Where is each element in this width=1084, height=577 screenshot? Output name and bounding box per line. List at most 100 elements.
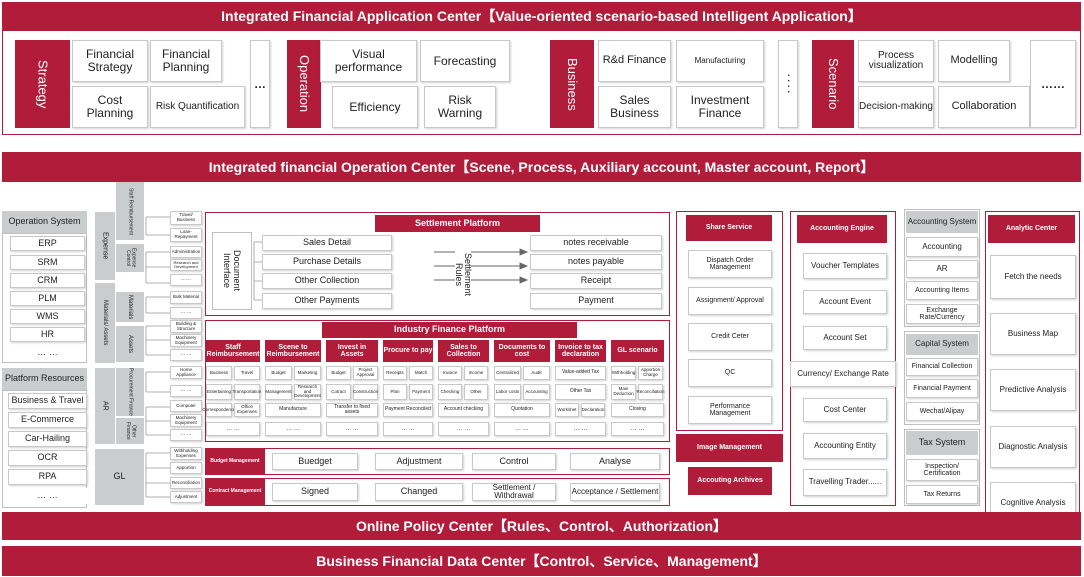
industry-cell[interactable]: Withholding	[611, 366, 636, 380]
industry-col-head[interactable]: Sales to Collection	[438, 340, 489, 362]
leaf-adjust[interactable]: Adjustment	[170, 491, 202, 503]
acc-system-ar[interactable]: AR	[906, 260, 978, 278]
share-qc[interactable]: QC	[688, 359, 772, 387]
tax-returns[interactable]: Tax Returns	[906, 485, 978, 504]
leaf-travel[interactable]: Travel/ Business	[170, 211, 202, 225]
industry-cell[interactable]: Audit	[523, 366, 550, 380]
industry-cell[interactable]: Checking	[438, 384, 462, 400]
settlement-other-collection[interactable]: Other Collection	[262, 273, 392, 289]
industry-cell[interactable]: Office Expenses	[234, 403, 260, 417]
app-item-investment-finance[interactable]: Investment Finance	[676, 86, 764, 128]
leaf-building[interactable]: Building & Structure	[170, 320, 202, 333]
op-system-crm[interactable]: CRM	[10, 273, 85, 288]
industry-col-head[interactable]: Procure to pay	[383, 340, 433, 362]
leaf-withhold[interactable]: Withholding Expenses	[170, 447, 202, 460]
engine-account-set[interactable]: Account Set	[803, 326, 887, 350]
industry-cell[interactable]: Declaration	[581, 403, 605, 417]
op-system-erp[interactable]: ERP	[10, 236, 85, 251]
app-item-process-visualization[interactable]: Process visualization	[858, 40, 934, 82]
analytic-predictive[interactable]: Predictive Analysis	[990, 369, 1076, 411]
leaf-machinery2[interactable]: Machinery Equipment	[170, 414, 202, 427]
share-accouting-archives[interactable]: Accouting Archives	[688, 467, 772, 495]
platform-ocr[interactable]: OCR	[8, 450, 87, 466]
industry-cell[interactable]: Receipts	[383, 366, 407, 380]
industry-col-head[interactable]: Documents to cost	[494, 340, 550, 362]
industry-cell[interactable]: Business	[206, 366, 232, 380]
contract-changed[interactable]: Changed	[375, 483, 463, 501]
analytic-fetch[interactable]: Fetch the needs	[990, 255, 1076, 299]
analytic-diagnostic[interactable]: Diagnostic Analysis	[990, 426, 1076, 468]
industry-cell[interactable]: Budget	[326, 366, 351, 380]
industry-cell[interactable]: Labor costs	[494, 384, 521, 400]
settlement-sales-detail[interactable]: Sales Detail	[262, 235, 392, 251]
industry-cell[interactable]: Quotation	[494, 403, 550, 417]
industry-cell[interactable]: Workshet	[555, 403, 579, 417]
industry-cell[interactable]: Accounting	[523, 384, 550, 400]
platform-car-hailing[interactable]: Car-Hailing	[8, 431, 87, 447]
engine-voucher[interactable]: Voucher Templates	[803, 253, 887, 279]
industry-cell[interactable]: Payment Reconciled	[383, 403, 433, 417]
engine-travelling-trader[interactable]: Travelling Trader......	[803, 469, 887, 496]
op-system-hr[interactable]: HR	[10, 327, 85, 342]
leaf-recon[interactable]: Reconciliation	[170, 477, 202, 489]
budget-analyse[interactable]: Analyse	[570, 453, 660, 470]
industry-cell[interactable]: Project Approval	[353, 366, 378, 380]
app-item-collaboration[interactable]: Collaboration	[938, 86, 1030, 128]
op-system-plm[interactable]: PLM	[10, 291, 85, 306]
industry-cell[interactable]: Research and Development	[294, 383, 321, 400]
platform-ecommerce[interactable]: E-Commerce	[8, 412, 87, 428]
industry-cell[interactable]: Other	[464, 384, 488, 400]
acc-system-accounting[interactable]: Accounting	[906, 237, 978, 257]
engine-cost-center[interactable]: Cost Center	[803, 398, 887, 422]
budget-adjustment[interactable]: Adjustment	[375, 453, 463, 470]
industry-col-head[interactable]: Staff Reimbursement	[206, 340, 260, 362]
capital-collection[interactable]: Financial Collection	[906, 358, 978, 376]
industry-cell[interactable]: Entertaining	[206, 384, 232, 400]
tax-inspection[interactable]: Inspection/ Certification	[906, 459, 978, 481]
industry-cell[interactable]: Apportion Charge	[638, 366, 663, 380]
capital-payment[interactable]: Financial Payment	[906, 379, 978, 398]
app-item-modelling[interactable]: Modelling	[938, 40, 1010, 82]
app-item-risk-warning[interactable]: Risk Warning	[424, 86, 496, 128]
industry-cell[interactable]: Value-added Tax	[555, 366, 606, 380]
app-item-sales-business[interactable]: Sales Business	[598, 86, 671, 128]
leaf-appor[interactable]: Apportion	[170, 462, 202, 474]
capital-wechat[interactable]: Wechat/Alipay	[906, 402, 978, 421]
settlement-purchase-details[interactable]: Purchase Details	[262, 254, 392, 270]
leaf-home[interactable]: Home Appliance	[170, 366, 202, 379]
industry-cell[interactable]: Closing	[611, 403, 664, 417]
industry-cell[interactable]: Account checking	[438, 403, 489, 417]
industry-col-head[interactable]: Scene to Reimbursement	[265, 340, 321, 362]
industry-cell[interactable]: Payment	[409, 384, 433, 400]
app-item-financial-strategy[interactable]: Financial Strategy	[72, 40, 148, 82]
share-dispatch[interactable]: Dispatch Order Management	[688, 250, 772, 278]
acc-system-items[interactable]: Accounting Items	[906, 281, 978, 300]
settlement-notes-receivable[interactable]: notes receivable	[530, 235, 662, 251]
platform-business-travel[interactable]: Business & Travel	[8, 393, 87, 409]
leaf-bulk[interactable]: Bulk Material	[170, 291, 202, 304]
op-system-wms[interactable]: WMS	[10, 309, 85, 324]
share-performance[interactable]: Performance Management	[688, 396, 772, 424]
app-item-risk-quantification[interactable]: Risk Quantification	[150, 86, 245, 128]
industry-cell[interactable]: Centralized	[494, 366, 521, 380]
industry-cell[interactable]: Reconciliation	[637, 384, 665, 400]
industry-cell[interactable]: Other Tax	[555, 384, 606, 400]
engine-accounting-entity[interactable]: Accounting Entity	[803, 433, 887, 459]
leaf-loan[interactable]: Loan-Repayment	[170, 228, 202, 242]
industry-cell[interactable]: Travel	[234, 366, 260, 380]
budget-control[interactable]: Control	[472, 453, 556, 470]
contract-signed[interactable]: Signed	[272, 483, 358, 501]
industry-cell[interactable]: Transfer to fixed assets	[326, 403, 378, 417]
settlement-notes-payable[interactable]: notes payable	[530, 254, 662, 270]
industry-cell[interactable]: Manufacture	[265, 403, 321, 417]
industry-col-head[interactable]: GL scenario	[611, 340, 664, 362]
share-image-management[interactable]: Image Management	[676, 434, 783, 462]
app-item-visual-performance[interactable]: Visual performance	[320, 40, 417, 82]
app-item-forecasting[interactable]: Forecasting	[420, 40, 510, 82]
industry-col-head[interactable]: Invoice to tax declaration	[555, 340, 606, 362]
share-assignment[interactable]: Assignment/ Approval	[688, 287, 772, 315]
platform-rpa[interactable]: RPA	[8, 469, 87, 485]
engine-account-event[interactable]: Account Event	[803, 290, 887, 314]
leaf-rnd[interactable]: Research and Development	[170, 259, 202, 271]
leaf-computer[interactable]: Computer	[170, 400, 202, 412]
